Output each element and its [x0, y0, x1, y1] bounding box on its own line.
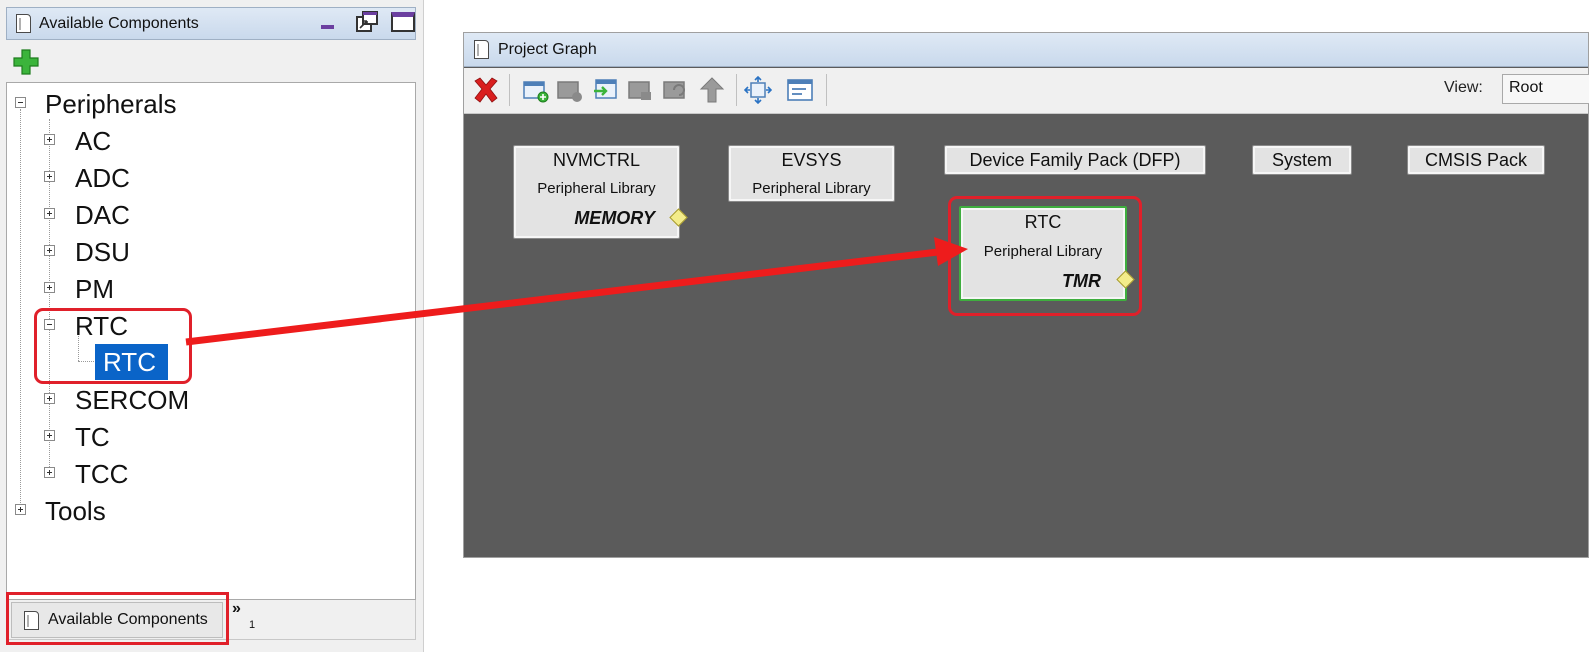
- expand-icon[interactable]: [44, 134, 55, 145]
- tree-guide-line: [49, 119, 50, 477]
- show-labels-icon[interactable]: [786, 76, 814, 104]
- graph-toolbar: View: Root: [464, 68, 1589, 114]
- panel-title: Available Components: [39, 15, 199, 32]
- node-title: CMSIS Pack: [1424, 150, 1528, 170]
- highlight-box-tab: [6, 592, 229, 645]
- highlight-box-rtc-node: [948, 196, 1142, 316]
- node-evsys[interactable]: EVSYS Peripheral Library: [728, 145, 895, 202]
- tree-node-tcc[interactable]: TCC: [75, 459, 129, 489]
- tree-node-pm[interactable]: PM: [75, 274, 114, 304]
- tree-guide-line: [78, 361, 96, 362]
- rename-container-icon[interactable]: [662, 76, 690, 104]
- expand-icon[interactable]: [15, 504, 26, 515]
- node-dfp[interactable]: Device Family Pack (DFP): [944, 145, 1206, 175]
- up-arrow-icon[interactable]: [698, 76, 726, 104]
- auto-arrange-icon[interactable]: [744, 76, 772, 104]
- new-container-icon[interactable]: [522, 76, 550, 104]
- expand-icon[interactable]: [44, 282, 55, 293]
- tab-available-components[interactable]: Available Components: [11, 602, 223, 638]
- node-title: NVMCTRL: [552, 150, 640, 170]
- tree-node-peripherals[interactable]: Peripherals: [45, 89, 177, 119]
- graph-titlebar: Project Graph: [464, 33, 1588, 67]
- expand-icon[interactable]: [44, 245, 55, 256]
- overflow-count: 1: [249, 619, 256, 631]
- node-capability: TMR: [1062, 271, 1101, 291]
- project-graph-window: Project Graph: [463, 32, 1589, 558]
- panel-toolbar: [6, 41, 416, 81]
- move-out-container-icon[interactable]: [627, 76, 655, 104]
- node-rtc[interactable]: RTC Peripheral Library TMR: [959, 206, 1127, 301]
- move-into-container-icon[interactable]: [592, 76, 620, 104]
- tree-node-dsu[interactable]: DSU: [75, 237, 130, 267]
- add-icon[interactable]: [13, 49, 39, 75]
- node-system[interactable]: System: [1252, 145, 1352, 175]
- node-title: RTC: [1024, 212, 1062, 232]
- graph-title: Project Graph: [498, 41, 597, 58]
- remove-container-icon[interactable]: [556, 76, 584, 104]
- tree-node-ac[interactable]: AC: [75, 126, 112, 156]
- toolbar-separator: [736, 74, 737, 106]
- expand-icon[interactable]: [44, 208, 55, 219]
- collapse-icon[interactable]: [44, 319, 55, 330]
- tree-guide-line: [78, 331, 79, 361]
- expand-icon[interactable]: [44, 171, 55, 182]
- node-title: System: [1271, 150, 1332, 170]
- toolbar-separator: [509, 74, 510, 106]
- overflow-chevron-icon[interactable]: »: [232, 600, 241, 617]
- node-subtitle: Peripheral Library: [752, 180, 871, 197]
- tree-node-sercom[interactable]: SERCOM: [75, 385, 190, 415]
- available-components-panel: Available Components Peripherals AC ADC …: [0, 0, 424, 652]
- minimize-icon[interactable]: [321, 25, 334, 29]
- node-nvmctrl[interactable]: NVMCTRL Peripheral Library MEMORY: [513, 145, 680, 239]
- delete-icon[interactable]: [472, 76, 500, 104]
- panel-bottom-bar: Available Components: [6, 600, 416, 640]
- document-icon: [16, 14, 31, 33]
- restore-icon[interactable]: [356, 11, 378, 33]
- tree-node-tools[interactable]: Tools: [45, 496, 106, 526]
- node-capability: MEMORY: [574, 208, 655, 228]
- expand-icon[interactable]: [44, 393, 55, 404]
- tree-node-rtc[interactable]: RTC: [75, 311, 128, 341]
- expand-icon[interactable]: [44, 467, 55, 478]
- view-label: View:: [1444, 79, 1483, 96]
- toolbar-separator: [826, 74, 827, 106]
- node-title: EVSYS: [781, 150, 842, 170]
- maximize-icon[interactable]: [391, 12, 415, 32]
- expand-icon[interactable]: [44, 430, 55, 441]
- tree-node-tc[interactable]: TC: [75, 422, 110, 452]
- tree-node-rtc-child-selected[interactable]: RTC: [95, 344, 168, 380]
- tree-node-dac[interactable]: DAC: [75, 200, 130, 230]
- node-cmsis-pack[interactable]: CMSIS Pack: [1407, 145, 1545, 175]
- view-select[interactable]: Root: [1502, 74, 1589, 104]
- node-title: Device Family Pack (DFP): [969, 150, 1181, 170]
- node-subtitle: Peripheral Library: [537, 180, 656, 197]
- tree-node-adc[interactable]: ADC: [75, 163, 130, 193]
- tree-guide-line: [20, 109, 21, 509]
- document-icon: [24, 611, 39, 630]
- collapse-icon[interactable]: [15, 97, 26, 108]
- document-icon: [474, 40, 489, 59]
- tab-label: Available Components: [48, 611, 208, 628]
- highlight-box-rtc: [34, 308, 192, 384]
- node-subtitle: Peripheral Library: [983, 243, 1103, 260]
- panel-titlebar: Available Components: [6, 7, 416, 40]
